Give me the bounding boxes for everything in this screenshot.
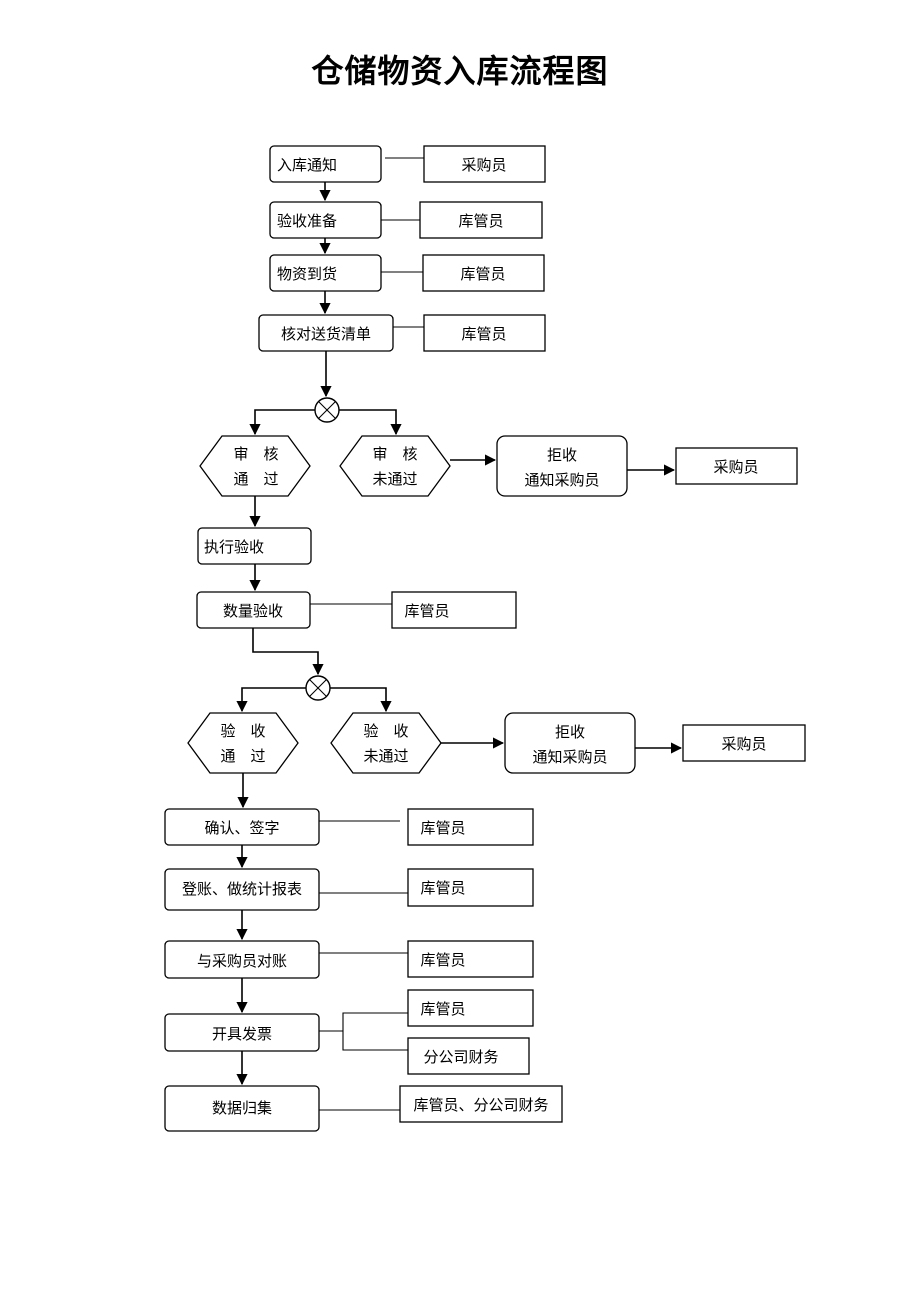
step-execute: 执行验收 [197, 527, 312, 565]
role-ledger: 库管员 [407, 868, 534, 907]
role-check-list: 库管员 [423, 314, 546, 352]
decision-accept-pass: 验 收 通 过 [187, 712, 299, 774]
role-notice: 采购员 [423, 145, 546, 183]
process-arrival-label: 物资到货 [277, 265, 337, 283]
roles-collect-label: 库管员、分公司财务 [413, 1096, 548, 1114]
xor-gateway-review [314, 397, 340, 423]
roles-prep-label: 库管员 [458, 212, 503, 230]
role-prep: 库管员 [419, 201, 543, 239]
step-ledger: 登账、做统计报表 [164, 868, 320, 911]
decision-accept-fail: 验 收 未通过 [330, 712, 442, 774]
arrow [339, 409, 402, 436]
role-arrival: 库管员 [422, 254, 545, 292]
decision-accept-fail-line1-label: 验 收 [363, 722, 408, 740]
decision-accept-pass-line2-label: 通 过 [220, 747, 265, 765]
process-prep-label: 验收准备 [277, 212, 337, 230]
decision-review-fail: 审 核 未通过 [339, 435, 451, 497]
arrow [330, 687, 392, 713]
role-invoice-a: 库管员 [407, 989, 534, 1027]
decision-accept-reject-line2-label: 通知采购员 [532, 748, 607, 766]
roles-reject1-label: 采购员 [713, 458, 758, 476]
decision-accept-fail-line2-label: 未通过 [363, 747, 408, 765]
arrow [236, 687, 306, 713]
arrow [249, 409, 315, 436]
role-reconcile: 库管员 [407, 940, 534, 978]
role-collect: 库管员、分公司财务 [399, 1085, 563, 1123]
process-reconcile-label: 与采购员对账 [197, 952, 287, 970]
step-quantity: 数量验收 [196, 591, 311, 629]
step-reconcile: 与采购员对账 [164, 940, 320, 979]
step-arrival: 物资到货 [269, 254, 382, 292]
step-prep: 验收准备 [269, 201, 382, 239]
xor-gateway-accept [305, 675, 331, 701]
roles-reconcile-label: 库管员 [420, 951, 465, 969]
decision-review-reject-line1-label: 拒收 [547, 446, 577, 464]
roles-ledger-label: 库管员 [420, 879, 465, 897]
step-collect: 数据归集 [164, 1085, 320, 1132]
roles-arrival-label: 库管员 [460, 265, 505, 283]
process-ledger-label: 登账、做统计报表 [182, 880, 302, 898]
decision-review-reject-line2-label: 通知采购员 [524, 471, 599, 489]
step-invoice: 开具发票 [164, 1013, 320, 1052]
arrow [252, 628, 324, 676]
connector [342, 1012, 408, 1051]
role-reject-1: 采购员 [675, 447, 798, 485]
process-confirm-label: 确认、签字 [204, 819, 279, 837]
page-title: 仓储物资入库流程图 [311, 52, 609, 90]
process-execute-label: 执行验收 [204, 538, 264, 556]
roles-invoice-a-label: 库管员 [420, 1000, 465, 1018]
decision-review-pass-line2-label: 通 过 [233, 470, 278, 488]
reject-notify-2: 拒收 通知采购员 [504, 712, 636, 774]
step-confirm: 确认、签字 [164, 808, 320, 846]
process-check-list-label: 核对送货清单 [281, 325, 371, 343]
role-invoice-b: 分公司财务 [407, 1037, 530, 1075]
process-collect-label: 数据归集 [212, 1099, 272, 1117]
roles-check-list-label: 库管员 [461, 325, 506, 343]
step-check-list: 核对送货清单 [258, 314, 394, 352]
step-notice: 入库通知 [269, 145, 382, 183]
role-confirm: 库管员 [407, 808, 534, 846]
process-quantity-label: 数量验收 [223, 602, 283, 620]
roles-notice-label: 采购员 [461, 156, 506, 174]
role-quantity: 库管员 [391, 591, 517, 629]
reject-notify-1: 拒收 通知采购员 [496, 435, 628, 497]
decision-accept-reject-line1-label: 拒收 [555, 723, 585, 741]
roles-invoice-b-label: 分公司财务 [423, 1048, 498, 1066]
decision-review-fail-line1-label: 审 核 [372, 445, 417, 463]
roles-confirm-label: 库管员 [420, 819, 465, 837]
decision-accept-pass-line1-label: 验 收 [220, 722, 265, 740]
role-reject-2: 采购员 [682, 724, 806, 762]
decision-review-pass-line1-label: 审 核 [233, 445, 278, 463]
decision-review-pass: 审 核 通 过 [199, 435, 311, 497]
roles-reject2-label: 采购员 [721, 735, 766, 753]
roles-quantity-label: 库管员 [404, 602, 449, 620]
process-notice-label: 入库通知 [277, 156, 337, 174]
process-invoice-label: 开具发票 [212, 1025, 272, 1043]
decision-review-fail-line2-label: 未通过 [372, 470, 417, 488]
